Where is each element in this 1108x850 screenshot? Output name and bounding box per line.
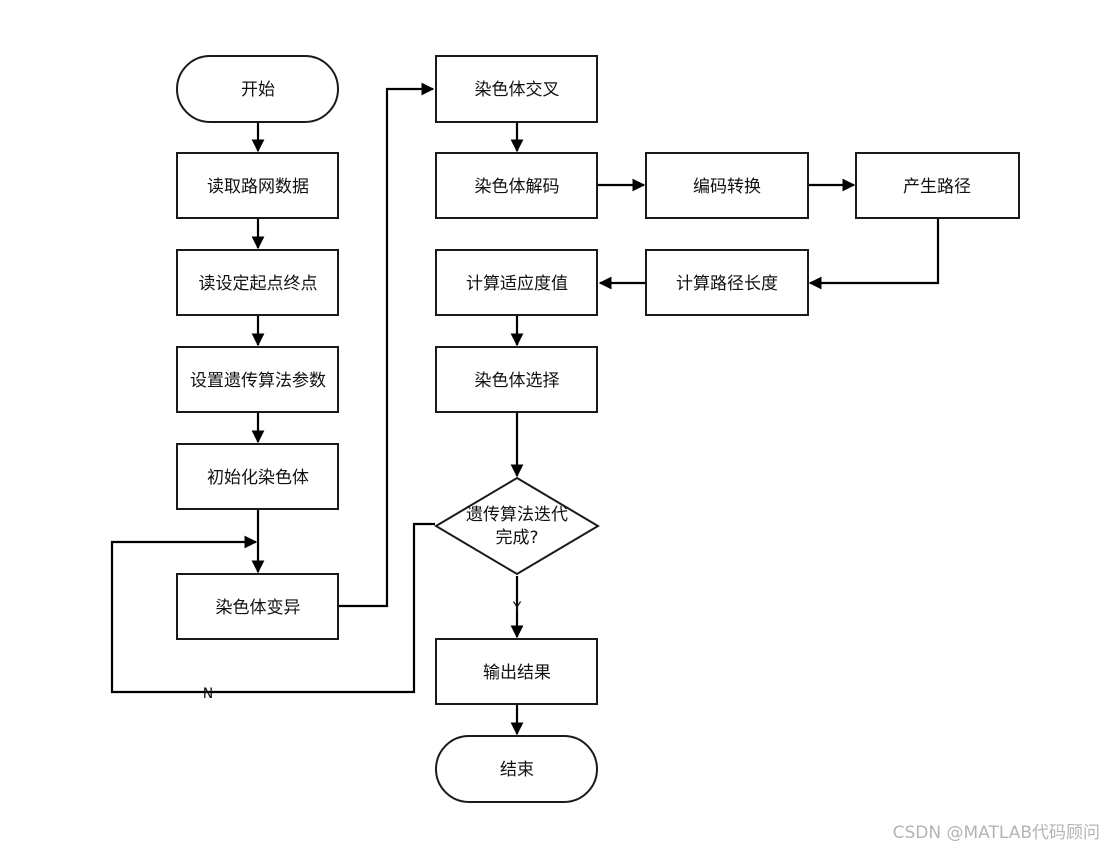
node-set-params-label: 设置遗传算法参数 xyxy=(190,371,326,391)
node-generate-path: 产生路径 xyxy=(855,152,1020,219)
node-read-network: 读取路网数据 xyxy=(176,152,339,219)
node-crossover-label: 染色体交叉 xyxy=(475,80,560,100)
node-init-chromosome-label: 初始化染色体 xyxy=(207,468,309,488)
node-end-label: 结束 xyxy=(500,760,534,780)
edges xyxy=(110,82,940,736)
node-calc-path-length: 计算路径长度 xyxy=(645,249,809,316)
node-generate-path-label: 产生路径 xyxy=(903,177,971,197)
node-output-label: 输出结果 xyxy=(483,663,551,683)
edge-decision-no-loop xyxy=(110,522,435,694)
node-init-chromosome: 初始化染色体 xyxy=(176,443,339,510)
node-calc-path-length-label: 计算路径长度 xyxy=(676,274,778,294)
edge-path-to-calc-len xyxy=(808,218,940,290)
node-read-endpoints-label: 读设定起点终点 xyxy=(199,274,318,294)
node-decision-label-line2: 完成? xyxy=(495,528,538,548)
node-output: 输出结果 xyxy=(435,638,598,705)
node-selection: 染色体选择 xyxy=(435,346,598,413)
node-crossover: 染色体交叉 xyxy=(435,55,598,123)
node-start: 开始 xyxy=(176,55,339,123)
node-calc-fitness: 计算适应度值 xyxy=(435,249,598,316)
node-read-endpoints: 读设定起点终点 xyxy=(176,249,339,316)
node-decision: 遗传算法迭代 完成? xyxy=(434,476,600,576)
edge-mutation-to-crossover xyxy=(339,82,435,608)
node-read-network-label: 读取路网数据 xyxy=(207,177,309,197)
node-decode-label: 染色体解码 xyxy=(475,177,560,197)
edge-label-no: N xyxy=(203,686,213,702)
node-selection-label: 染色体选择 xyxy=(475,371,560,391)
node-encode-convert: 编码转换 xyxy=(645,152,809,219)
node-start-label: 开始 xyxy=(241,80,275,100)
watermark: CSDN @MATLAB代码顾问 xyxy=(893,823,1100,843)
node-mutation: 染色体变异 xyxy=(176,573,339,640)
node-decode: 染色体解码 xyxy=(435,152,598,219)
node-decision-label-line1: 遗传算法迭代 xyxy=(466,505,568,525)
edge-label-yes: Y xyxy=(512,600,522,616)
node-calc-fitness-label: 计算适应度值 xyxy=(466,274,568,294)
node-set-params: 设置遗传算法参数 xyxy=(176,346,339,413)
node-encode-convert-label: 编码转换 xyxy=(693,177,761,197)
node-end: 结束 xyxy=(435,735,598,803)
node-mutation-label: 染色体变异 xyxy=(216,598,301,618)
